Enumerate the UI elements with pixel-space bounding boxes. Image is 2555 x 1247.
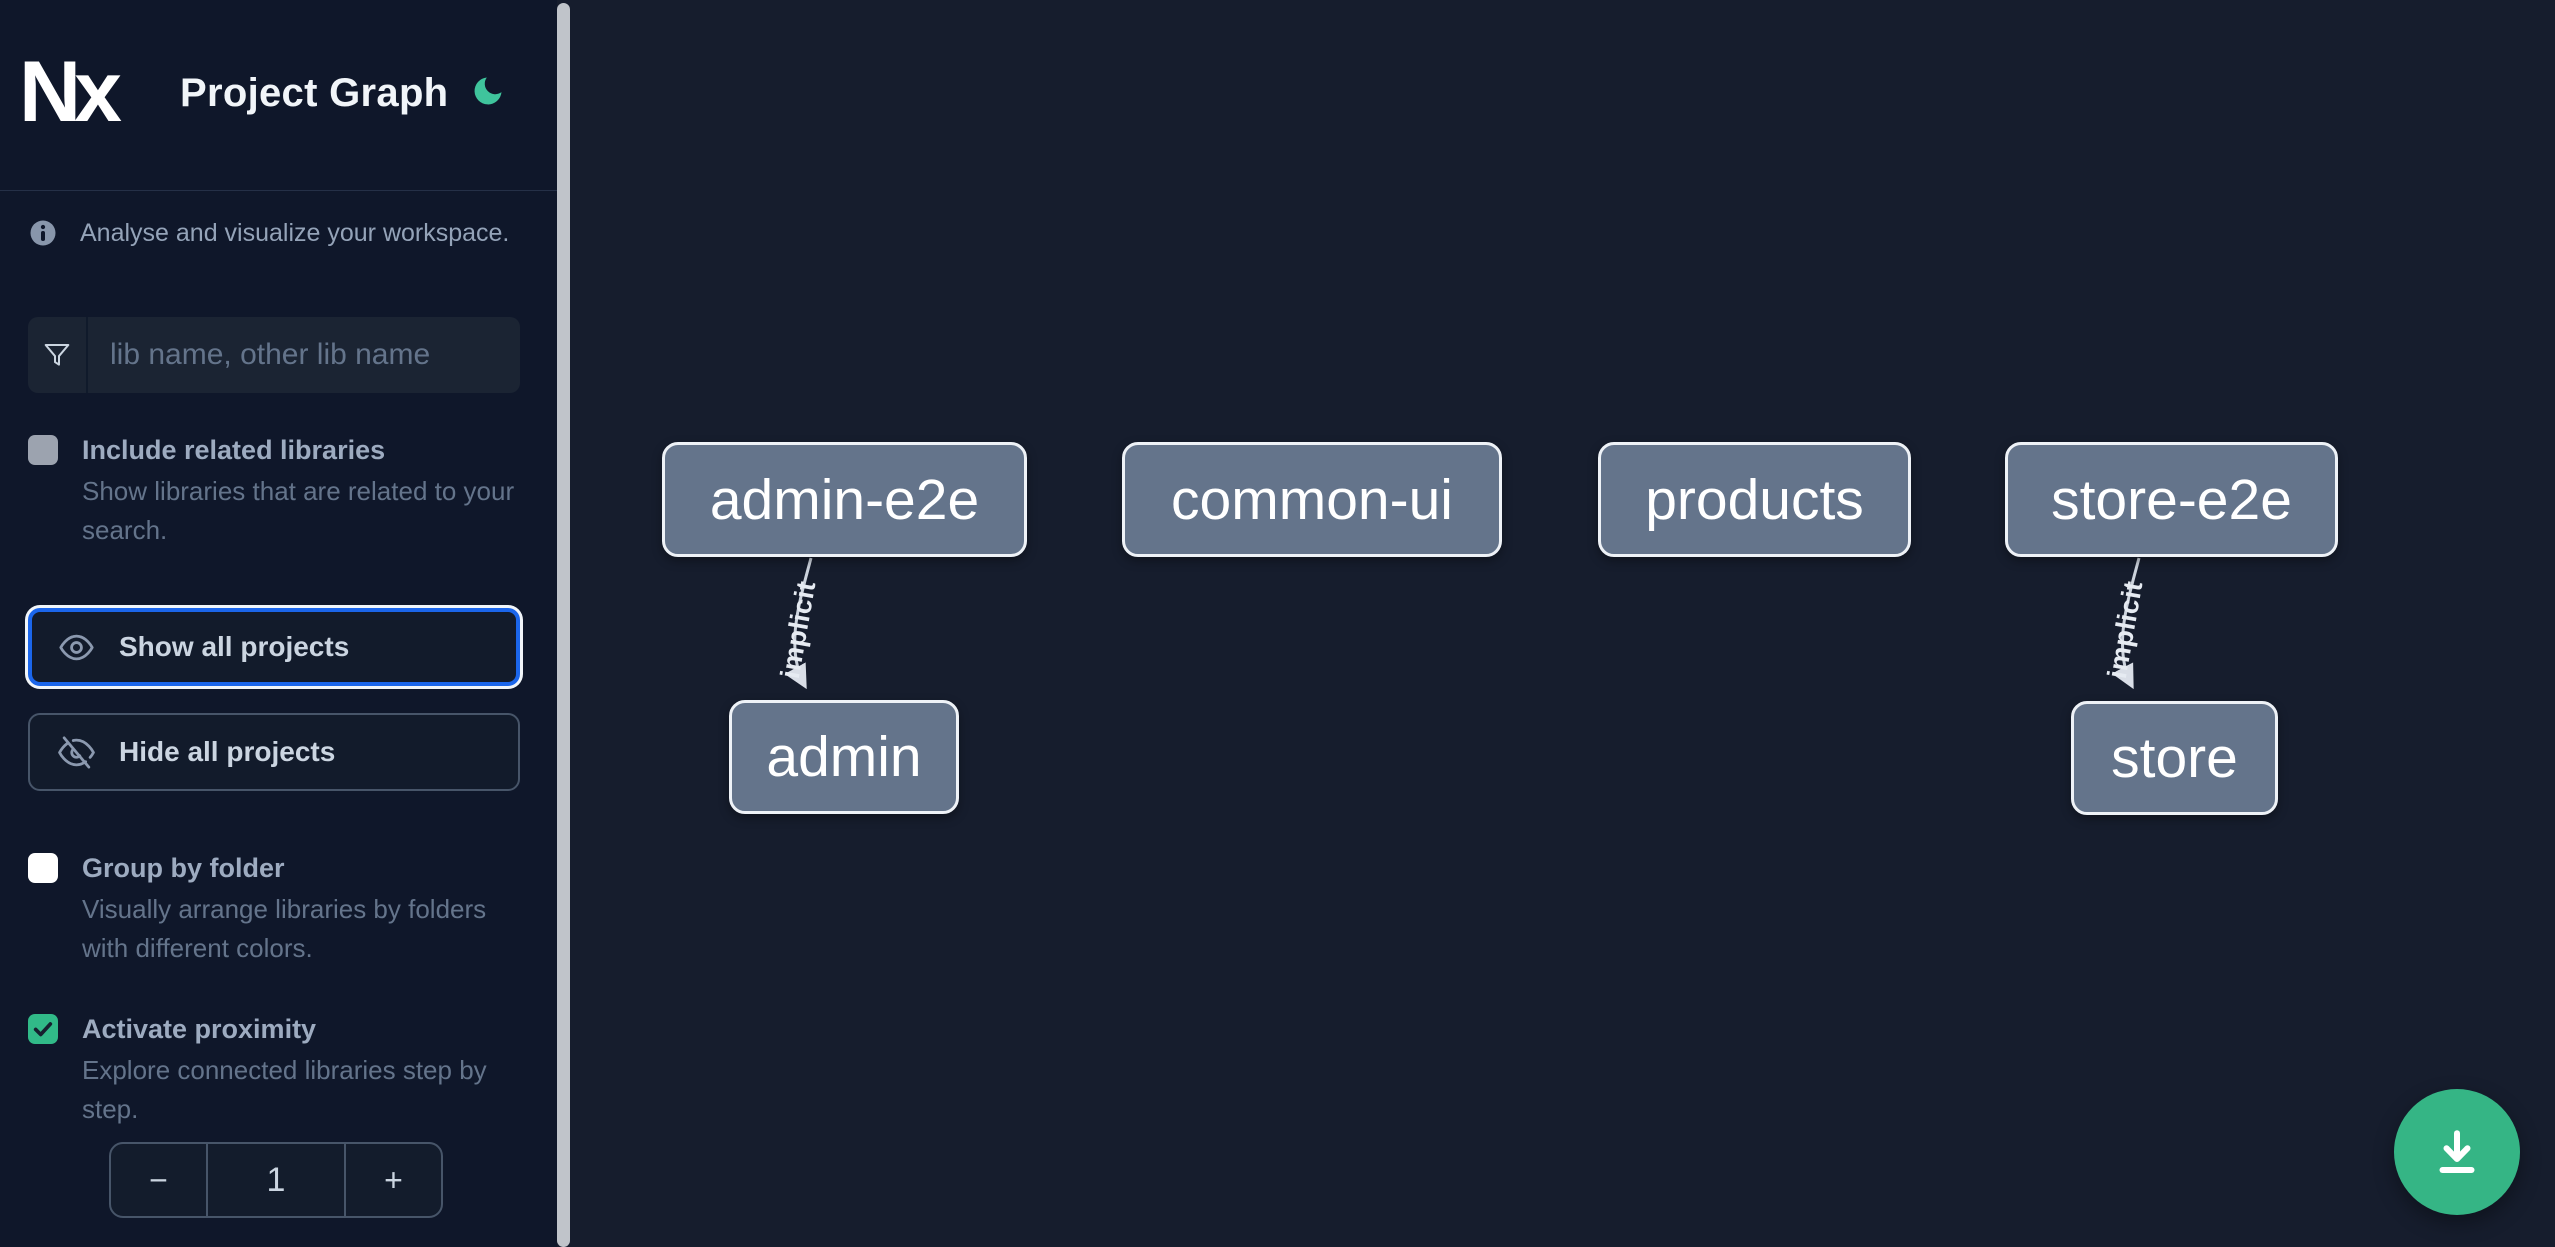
graph-edges: implicit implicit xyxy=(775,557,2149,690)
eye-icon xyxy=(59,634,94,660)
group-by-folder-option: Group by folder Visually arrange librari… xyxy=(28,851,528,968)
activate-proximity-checkbox[interactable] xyxy=(28,1014,58,1044)
graph-node-admin-e2e[interactable]: admin-e2e xyxy=(662,442,1027,557)
activate-proximity-label[interactable]: Activate proximity xyxy=(82,1014,317,1044)
tagline-row: Analyse and visualize your workspace. xyxy=(28,216,528,249)
group-by-folder-description: Visually arrange libraries by folders wi… xyxy=(82,894,487,963)
download-icon xyxy=(2439,1130,2475,1173)
include-related-option: Include related libraries Show libraries… xyxy=(28,433,528,550)
sidebar-scrollbar-thumb[interactable] xyxy=(557,3,570,1247)
edge-label: implicit xyxy=(2102,579,2149,681)
activate-proximity-option: Activate proximity Explore connected lib… xyxy=(28,1012,528,1129)
include-related-description: Show libraries that are related to your … xyxy=(82,476,515,545)
include-related-checkbox[interactable] xyxy=(28,435,58,465)
edge-admin-e2e-to-admin xyxy=(784,557,813,690)
graph-canvas[interactable]: implicit implicit admin-e2e common-ui pr… xyxy=(570,0,2555,1247)
edge-label: implicit xyxy=(775,579,822,681)
sidebar-header: Nx Project Graph xyxy=(0,0,557,191)
graph-node-products[interactable]: products xyxy=(1598,442,1911,557)
eye-off-icon xyxy=(58,735,95,769)
graph-node-store[interactable]: store xyxy=(2071,701,2278,815)
include-related-label[interactable]: Include related libraries xyxy=(82,435,386,465)
theme-toggle-button[interactable] xyxy=(468,72,508,112)
proximity-depth-stepper: − 1 + xyxy=(109,1142,443,1218)
tagline-text: Analyse and visualize your workspace. xyxy=(80,219,510,247)
graph-node-store-e2e[interactable]: store-e2e xyxy=(2005,442,2338,557)
filter-input-group xyxy=(28,317,520,393)
hide-all-projects-button[interactable]: Hide all projects xyxy=(28,713,520,791)
show-all-projects-label: Show all projects xyxy=(119,631,350,662)
funnel-icon-cell xyxy=(28,317,88,393)
increment-button[interactable]: + xyxy=(344,1144,441,1216)
stepper-value: 1 xyxy=(266,1160,286,1199)
hide-all-projects-label: Hide all projects xyxy=(119,736,336,767)
activate-proximity-description: Explore connected libraries step by step… xyxy=(82,1055,487,1124)
page-title: Project Graph xyxy=(180,71,449,115)
download-image-button[interactable] xyxy=(2394,1089,2520,1215)
nx-logo-text: Nx xyxy=(19,44,122,140)
moon-icon xyxy=(474,77,502,104)
info-icon xyxy=(30,220,56,246)
decrement-button[interactable]: − xyxy=(111,1144,208,1216)
sidebar: Nx Project Graph Analyse and visualize y… xyxy=(0,0,557,1247)
graph-node-common-ui[interactable]: common-ui xyxy=(1122,442,1502,557)
graph-node-admin[interactable]: admin xyxy=(729,700,959,814)
group-by-folder-label[interactable]: Group by folder xyxy=(82,853,285,883)
group-by-folder-checkbox[interactable] xyxy=(28,853,58,883)
nx-logo: Nx xyxy=(19,44,129,140)
filter-input[interactable] xyxy=(88,317,520,393)
show-all-projects-button[interactable]: Show all projects xyxy=(28,608,520,686)
check-icon xyxy=(33,1022,53,1037)
edge-store-e2e-to-store xyxy=(2111,557,2141,690)
funnel-icon xyxy=(44,344,70,366)
